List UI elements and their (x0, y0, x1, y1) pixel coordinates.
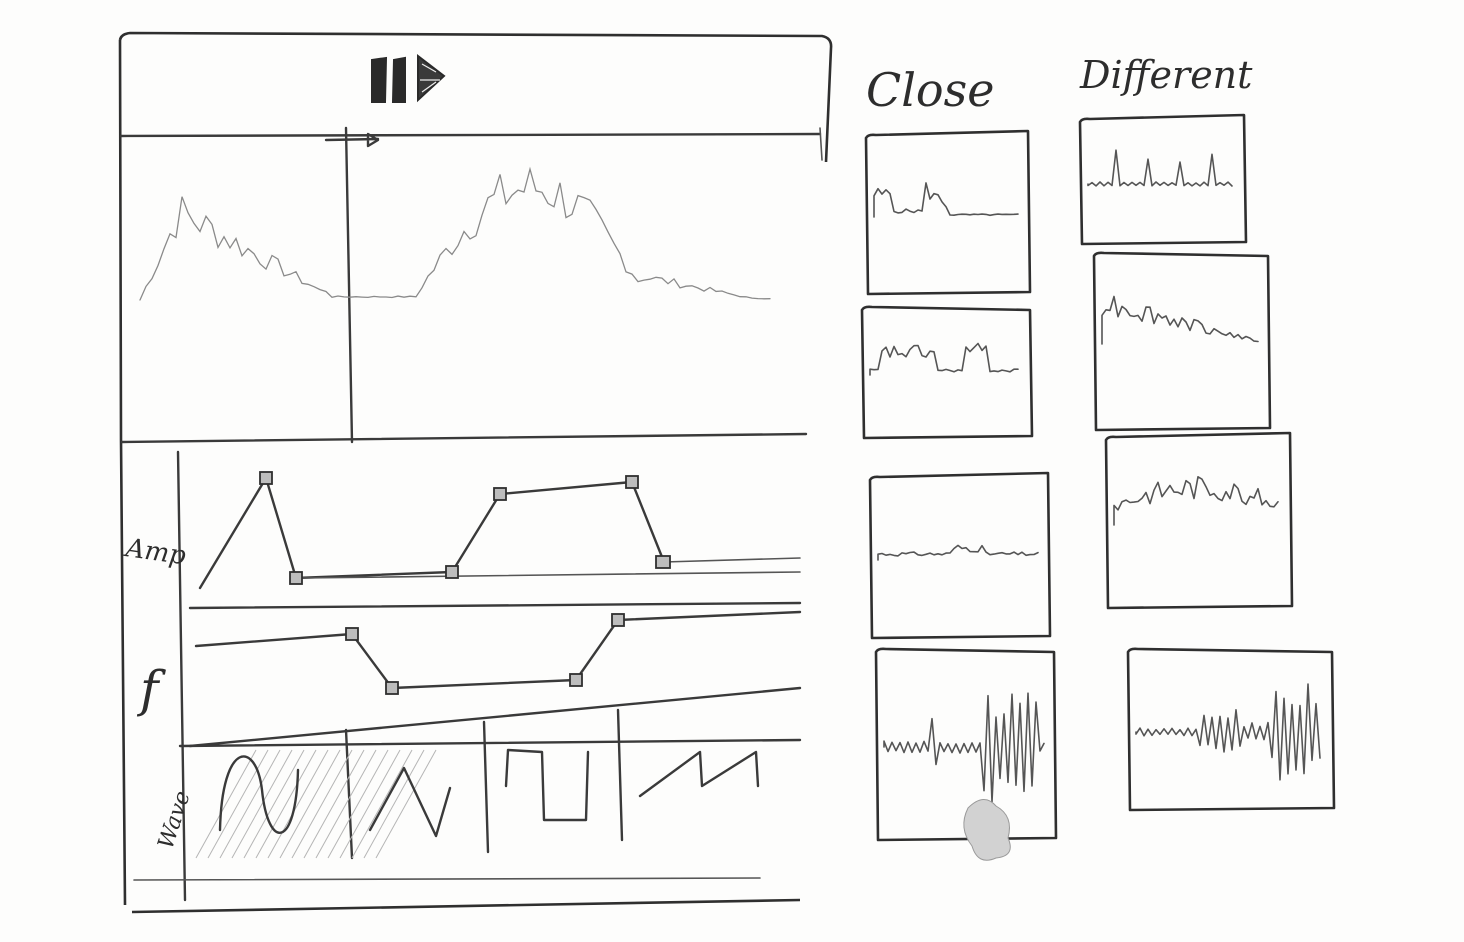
wave-cell-divider (616, 708, 624, 842)
thumbnail-waveform (1101, 295, 1259, 345)
hatch-stroke (267, 749, 329, 859)
hatch-stroke (303, 749, 365, 859)
result-thumbnails (860, 113, 1336, 842)
sine-wave-icon (218, 755, 300, 834)
hatch-stroke (279, 749, 341, 859)
freq-envelope-curve[interactable] (194, 610, 802, 690)
result-thumbnail-different[interactable] (1092, 251, 1272, 432)
wave-cell-divider (344, 728, 354, 860)
waveform-display[interactable] (120, 126, 823, 444)
thumbnail-frame (864, 129, 1032, 296)
amp-freq-divider (188, 601, 802, 610)
editor-frame-left (118, 39, 127, 906)
hatch-stroke (339, 749, 401, 859)
editor-frame-top (118, 31, 833, 163)
thumbnail-waveform (1113, 476, 1279, 526)
result-thumbnail-different[interactable] (1078, 113, 1248, 246)
amp-envelope-curve[interactable] (198, 476, 666, 590)
results-panel: Close Different (860, 53, 1336, 861)
hatch-stroke (255, 749, 317, 859)
close-heading: Close (866, 63, 994, 117)
thumbnail-frame (1078, 113, 1248, 246)
hatch-stroke (207, 749, 269, 859)
thumbnail-waveform (1087, 149, 1233, 187)
amp-handle[interactable] (493, 487, 507, 501)
transport-bar (119, 53, 822, 138)
wave-option-sawtooth[interactable] (638, 750, 760, 798)
thumbnail-waveform (877, 544, 1039, 561)
hatch-stroke (315, 749, 377, 859)
different-heading: Different (1079, 53, 1253, 97)
amp-handle[interactable] (259, 471, 273, 485)
amp-handle[interactable] (625, 475, 639, 489)
thumbnail-frame (1126, 647, 1336, 812)
waveform-right-edge (819, 127, 823, 161)
editor-panel: Amp f Wave (118, 31, 833, 914)
eraser-smudge (963, 799, 1011, 861)
main-waveform-trace (139, 166, 771, 301)
freq-handle[interactable] (569, 673, 583, 687)
result-thumbnail-close[interactable] (860, 305, 1034, 440)
hatch-stroke (291, 749, 353, 859)
thumbnail-waveform (883, 692, 1045, 803)
result-thumbnail-different[interactable] (1104, 431, 1294, 610)
sawtooth-wave-icon (638, 750, 760, 798)
thumbnail-waveform (869, 342, 1019, 376)
amp-handle[interactable] (445, 565, 459, 579)
freq-handle[interactable] (385, 681, 399, 695)
hatch-stroke (195, 749, 257, 859)
freq-wave-divider (188, 686, 802, 748)
thumbnail-waveform (873, 182, 1019, 218)
amp-baseline (299, 571, 801, 579)
freq-handle[interactable] (345, 627, 359, 641)
hatch-stroke (219, 749, 281, 859)
wave-option-sine[interactable] (195, 749, 437, 859)
pause-play-icon[interactable] (371, 53, 446, 103)
waveform-trace (139, 166, 771, 301)
amp-handle[interactable] (289, 571, 303, 585)
result-thumbnail-different[interactable] (1126, 647, 1336, 812)
transport-divider (119, 132, 822, 138)
thumbnail-frame (860, 305, 1034, 440)
result-thumbnail-close[interactable] (868, 471, 1052, 640)
wave-option-square[interactable] (504, 748, 590, 822)
hatch-stroke (375, 749, 437, 859)
editor-frame-bottom (131, 898, 801, 914)
hatch-stroke (243, 749, 305, 859)
square-wave-icon (504, 748, 590, 822)
thumbnail-frame (874, 647, 1058, 842)
selected-hatch (195, 749, 437, 859)
amp-envelope-tail (663, 557, 801, 563)
freq-label: f (136, 660, 166, 718)
hatch-stroke (363, 749, 425, 859)
wave-selector: Wave (154, 708, 760, 860)
amp-track[interactable]: Amp (122, 471, 801, 590)
result-thumbnail-close[interactable] (864, 129, 1032, 296)
freq-handle[interactable] (611, 613, 625, 627)
wave-option-triangle[interactable] (368, 766, 452, 838)
playhead-line[interactable] (344, 126, 354, 444)
hatch-stroke (327, 749, 389, 859)
envelope-editor: Amp f Wave (122, 450, 802, 902)
wave-top-line (178, 738, 802, 748)
playhead-marker-icon[interactable] (324, 132, 380, 148)
thumbnail-frame (868, 471, 1052, 640)
triangle-wave-icon (368, 766, 452, 838)
waveform-bottom-divider (120, 432, 808, 444)
wave-cell-divider (482, 720, 490, 854)
hatch-stroke (231, 749, 293, 859)
amp-handle[interactable] (655, 555, 671, 569)
thumbnail-waveform (1135, 683, 1321, 781)
wave-bottom-line (133, 877, 761, 881)
result-thumbnail-close[interactable] (874, 647, 1058, 842)
thumbnail-frame (1104, 431, 1294, 610)
hatch-stroke (351, 749, 413, 859)
thumbnail-frame (1092, 251, 1272, 432)
wave-label: Wave (154, 788, 196, 852)
track-label-divider (176, 450, 187, 902)
freq-track[interactable]: f (136, 610, 802, 718)
